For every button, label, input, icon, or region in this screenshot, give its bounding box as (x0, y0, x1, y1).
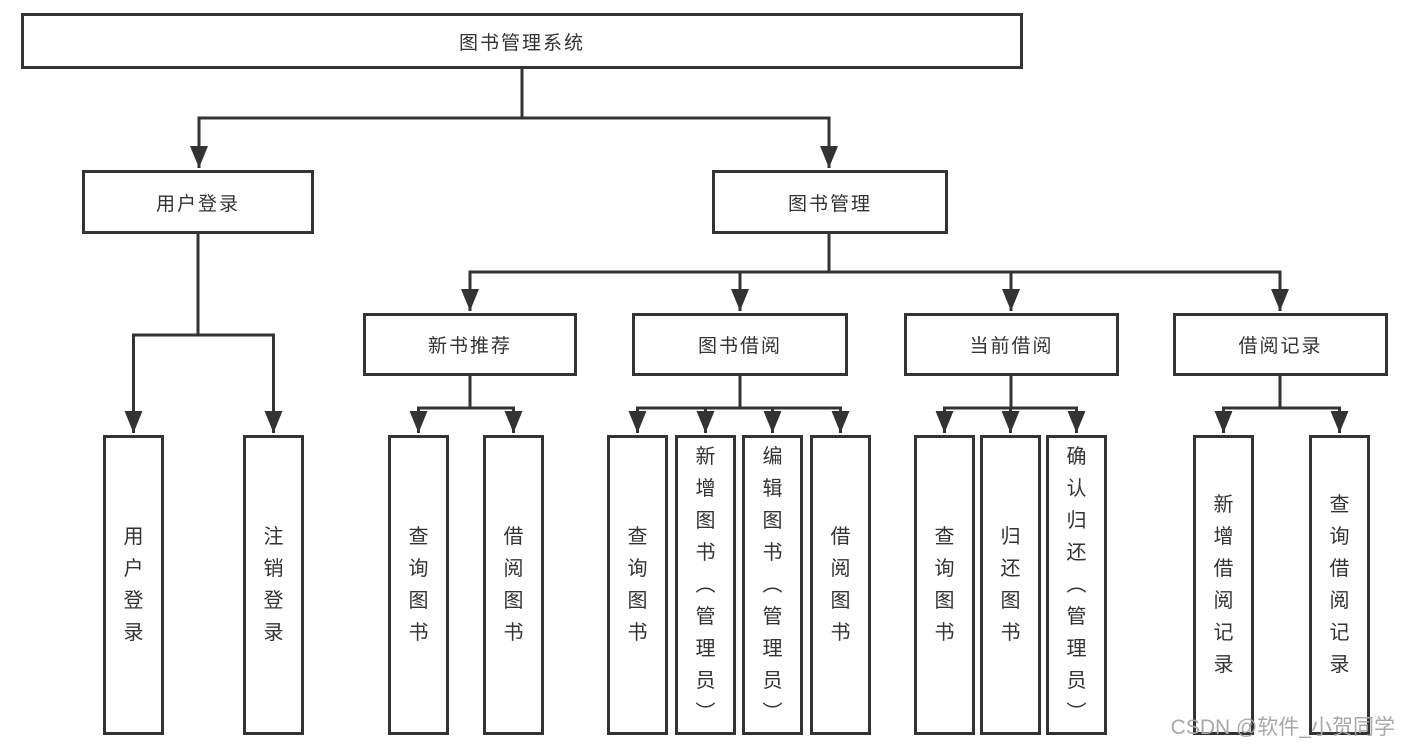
node-leaf-bb-add-books-label: 新增图书︵管理员︶ (695, 446, 716, 724)
node-leaf-cb-confirm-return-label: 确认归还︵管理员︶ (1066, 446, 1087, 724)
node-root-library-system: 图书管理系统 (21, 13, 1023, 69)
node-new-book-recommend-label: 新书推荐 (427, 336, 512, 357)
node-leaf-br-add-record-label: 新增借阅记录 (1213, 494, 1234, 676)
node-current-borrowing: 当前借阅 (904, 313, 1119, 376)
node-leaf-user-login-label: 用户登录 (123, 526, 144, 644)
node-leaf-cb-query-books: 查询图书 (914, 435, 975, 735)
node-root-label: 图书管理系统 (458, 32, 585, 54)
node-borrow-records-label: 借阅记录 (1238, 336, 1323, 357)
node-leaf-cb-return-books: 归还图书 (980, 435, 1041, 735)
node-leaf-nb-borrow-books: 借阅图书 (483, 435, 544, 735)
node-leaf-bb-query-books: 查询图书 (607, 435, 668, 735)
node-leaf-bb-edit-books-label: 编辑图书︵管理员︶ (762, 446, 783, 724)
node-leaf-br-query-record: 查询借阅记录 (1309, 435, 1370, 735)
node-leaf-nb-query-books: 查询图书 (388, 435, 449, 735)
node-leaf-br-add-record: 新增借阅记录 (1193, 435, 1254, 735)
node-leaf-cb-query-books-label: 查询图书 (934, 526, 955, 644)
node-leaf-logout: 注销登录 (243, 435, 304, 735)
node-new-book-recommend: 新书推荐 (363, 313, 577, 376)
node-book-borrowing-label: 图书借阅 (697, 336, 782, 357)
node-leaf-logout-label: 注销登录 (263, 526, 284, 644)
node-book-management: 图书管理 (712, 170, 948, 234)
node-book-borrowing: 图书借阅 (632, 313, 848, 376)
node-leaf-br-query-record-label: 查询借阅记录 (1329, 494, 1350, 676)
node-current-borrowing-label: 当前借阅 (969, 336, 1054, 357)
node-book-management-label: 图书管理 (787, 193, 872, 215)
node-leaf-cb-return-books-label: 归还图书 (1000, 526, 1021, 644)
node-borrow-records: 借阅记录 (1173, 313, 1388, 376)
node-leaf-bb-borrow-books: 借阅图书 (810, 435, 871, 735)
watermark: CSDN @软件_小贺同学 (1170, 716, 1395, 739)
node-leaf-cb-confirm-return: 确认归还︵管理员︶ (1046, 435, 1107, 735)
node-user-login: 用户登录 (82, 170, 314, 234)
node-leaf-bb-edit-books: 编辑图书︵管理员︶ (742, 435, 803, 735)
node-user-login-label: 用户登录 (155, 193, 240, 215)
node-leaf-bb-add-books: 新增图书︵管理员︶ (675, 435, 736, 735)
node-leaf-bb-borrow-books-label: 借阅图书 (830, 526, 851, 644)
node-leaf-nb-borrow-books-label: 借阅图书 (503, 526, 524, 644)
node-leaf-user-login: 用户登录 (103, 435, 164, 735)
node-leaf-nb-query-books-label: 查询图书 (408, 526, 429, 644)
node-leaf-bb-query-books-label: 查询图书 (627, 526, 648, 644)
